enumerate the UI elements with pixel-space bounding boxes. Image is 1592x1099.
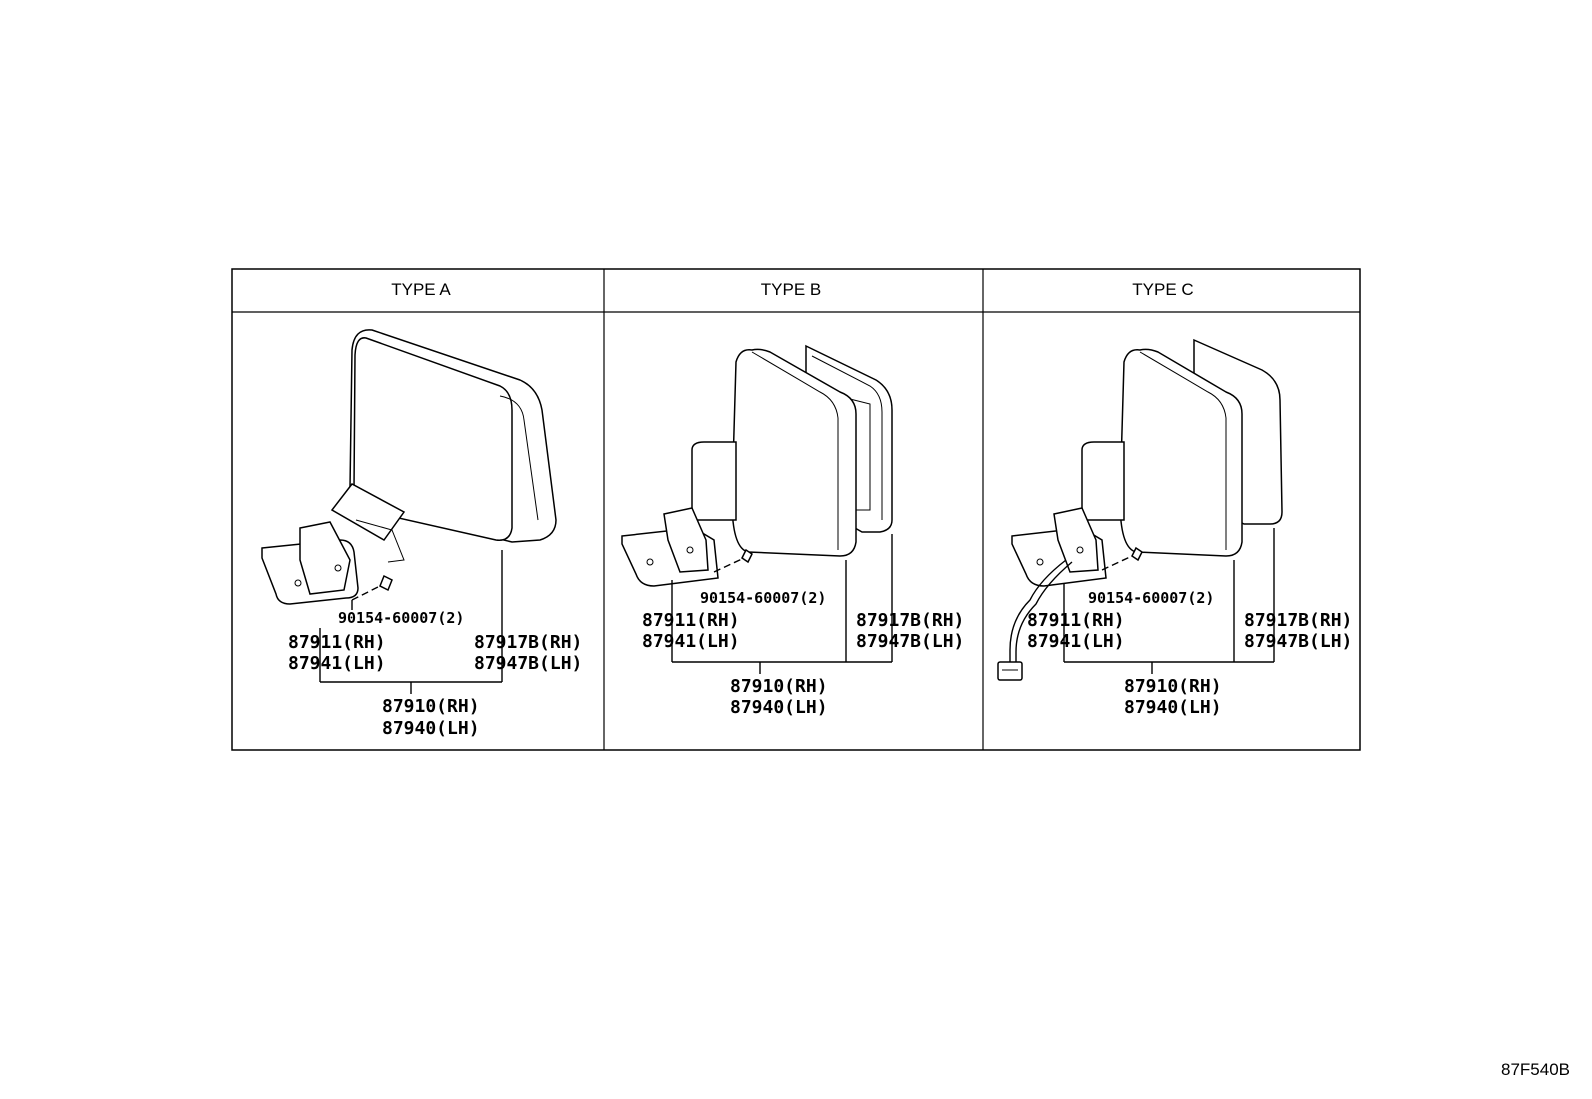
panel-c-wire-harness [1009,559,1067,662]
panel-a-illustration [261,329,557,605]
panel-c-base-rh-label: 87911(RH) [1027,610,1125,631]
panel-a-leaders [319,550,503,694]
panel-c-mirror-rh-label: 87917B(RH) [1244,610,1352,631]
panel-a-screw-label: 90154-60007(2) [338,609,464,627]
panel-b-mirror-lh-label: 87947B(LH) [856,631,964,652]
panel-c-assy-rh-label: 87910(RH) [1124,676,1222,697]
panel-a-assy-lh-label: 87940(LH) [382,718,480,739]
panel-c-connector [997,661,1023,681]
panel-b-arm [691,441,737,521]
panel-a-base-rh-label: 87911(RH) [288,632,386,653]
panel-b-leaders [671,534,893,674]
panel-b-assy-rh-label: 87910(RH) [730,676,828,697]
panel-c-arm [1081,441,1125,521]
panel-frame [231,268,1361,751]
panel-a-base-lh-label: 87941(LH) [288,653,386,674]
panel-a-assy-rh-label: 87910(RH) [382,696,480,717]
panel-c-leaders [1063,528,1275,674]
panel-c-assy-lh-label: 87940(LH) [1124,697,1222,718]
panel-b-illustration [621,344,893,587]
diagram-code: 87F540B [1501,1060,1570,1079]
panel-b-screw-label: 90154-60007(2) [700,589,826,607]
panel-b-mirror-rh-label: 87917B(RH) [856,610,964,631]
panel-b-base-lh-label: 87941(LH) [642,631,740,652]
panel-c-front-mirror [1119,348,1243,557]
panel-b-header: TYPE B [761,280,821,299]
panel-c-base-lh-label: 87941(LH) [1027,631,1125,652]
panel-a-mirror-lh-label: 87947B(LH) [474,653,582,674]
panel-a-header: TYPE A [391,280,451,299]
panel-c-header: TYPE C [1132,280,1193,299]
panel-b-assy-lh-label: 87940(LH) [730,697,828,718]
panel-b-screw [741,548,753,564]
panel-c-screw-label: 90154-60007(2) [1088,589,1214,607]
panel-a-mirror-rh-label: 87917B(RH) [474,632,582,653]
panel-a-screw [379,574,393,592]
panel-a-arm [330,483,406,541]
panel-c-mirror-lh-label: 87947B(LH) [1244,631,1352,652]
panel-b-base-rh-label: 87911(RH) [642,610,740,631]
panel-b-front-mirror [731,348,857,557]
panel-c-screw [1131,546,1143,562]
panel-c-illustration [997,338,1283,681]
